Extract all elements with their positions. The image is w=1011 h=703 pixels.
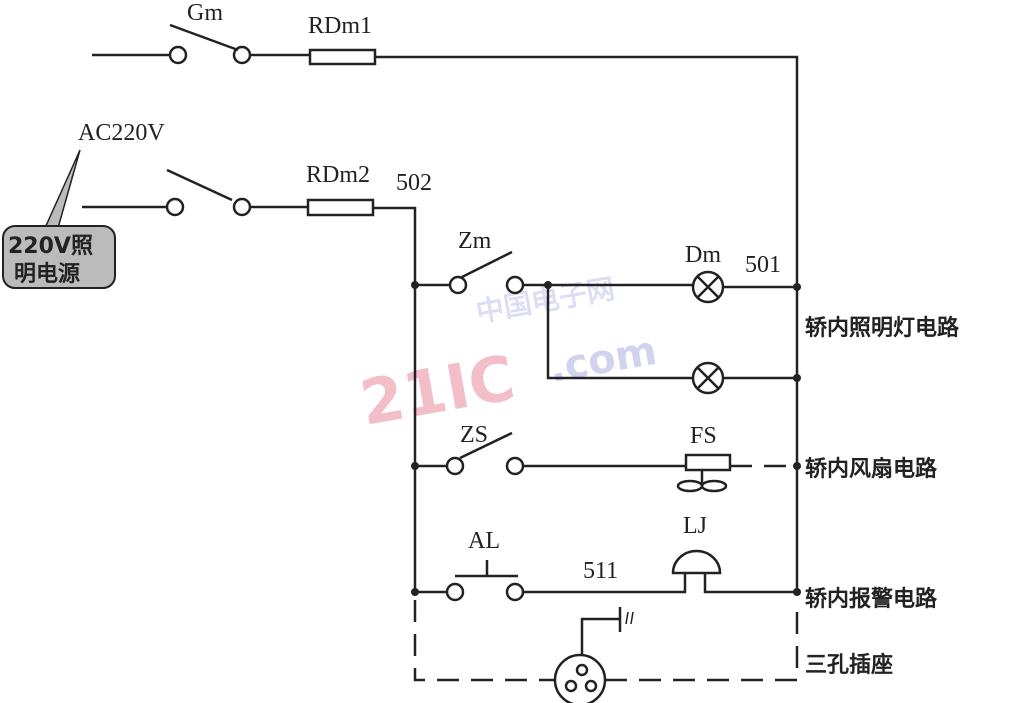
fs-label: FS (690, 423, 717, 449)
rdm2-branch: RDm2 502 (82, 162, 432, 592)
switch2-contact-left (165, 197, 185, 217)
node-502-label: 502 (396, 170, 432, 196)
rdm1-label: RDm1 (308, 13, 372, 39)
callout-line1: 220V照 (8, 234, 93, 259)
zm-contact-left (448, 275, 468, 295)
socket-circuit: 三孔插座 (413, 600, 893, 703)
alarm-circuit-label: 轿内报警电路 (805, 586, 938, 612)
al-pushbutton (455, 560, 518, 578)
zs-contact-left (445, 456, 465, 476)
zs-switch-blade (459, 431, 513, 460)
switch2-blade (166, 168, 233, 202)
dm-label: Dm (685, 242, 721, 268)
gm-label: Gm (187, 0, 223, 26)
zm-label: Zm (458, 228, 492, 254)
watermark-cn: 中国电子网 (473, 272, 617, 329)
gm-branch: Gm RDm1 (92, 0, 799, 592)
lj-label: LJ (683, 513, 707, 539)
callout-line2: 明电源 (14, 262, 80, 287)
al-label: AL (468, 528, 500, 554)
lighting-circuit: Zm Dm 501 轿内照明灯电路 (411, 228, 960, 395)
ac220v-label: AC220V (78, 120, 165, 146)
watermark-main: 21IC (355, 341, 520, 440)
gm-switch-blade (169, 23, 239, 52)
switch2-contact-right (232, 197, 252, 217)
al-contact-right (505, 582, 525, 602)
fan-icon (676, 453, 732, 493)
zs-contact-right (505, 456, 525, 476)
zm-switch-blade (461, 250, 513, 279)
watermark-sub: .com (546, 328, 660, 392)
alarm-circuit: AL LJ 511 轿内报警电路 (411, 513, 938, 612)
lamp-dm-icon (691, 270, 725, 304)
rdm2-label: RDm2 (306, 162, 370, 188)
node-501-label: 501 (745, 252, 781, 278)
al-contact-left (445, 582, 465, 602)
three-pin-socket-icon (553, 617, 620, 703)
node-511-label: 511 (583, 558, 618, 584)
zm-contact-right (505, 275, 525, 295)
ground-icon (618, 607, 634, 632)
power-source-callout: AC220V 220V照 明电源 (2, 120, 165, 289)
fan-circuit: ZS FS 轿内风扇电路 (411, 422, 938, 493)
zs-label: ZS (460, 422, 488, 448)
rdm1-fuse (308, 48, 377, 66)
rdm2-fuse (306, 198, 375, 217)
watermark: 21IC .com 中国电子网 (355, 272, 660, 440)
bell-lj-icon (671, 549, 722, 575)
gm-contact-right (232, 45, 252, 65)
lamp-2-icon (691, 361, 725, 395)
gm-contact-left (168, 45, 188, 65)
fan-circuit-label: 轿内风扇电路 (805, 456, 938, 482)
socket-label: 三孔插座 (805, 652, 893, 678)
lighting-circuit-label: 轿内照明灯电路 (805, 315, 960, 341)
